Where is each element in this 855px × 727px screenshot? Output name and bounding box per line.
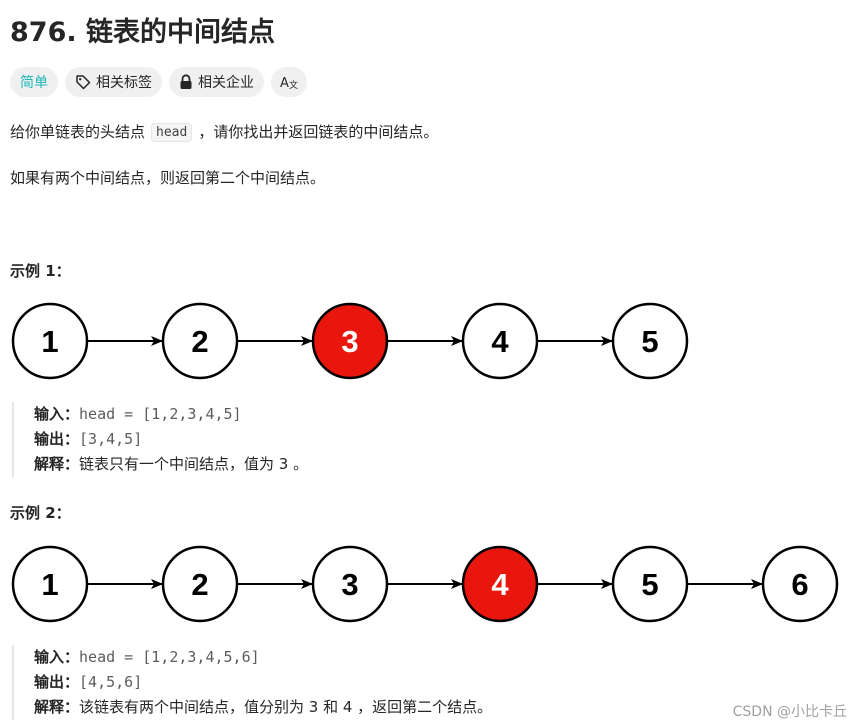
csdn-watermark: CSDN @小比卡丘 [732,704,847,720]
tag-bar: 简单 相关标签 相关企业 A 文 [10,67,307,97]
svg-text:文: 文 [289,79,298,90]
example-1-node-1 [11,302,89,380]
description-paragraph-2: 如果有两个中间结点，则返回第二个中间结点。 [10,169,326,187]
example-2-block: 输入：head = [1,2,3,4,5,6] 输出：[4,5,6] 解释：该链… [12,645,492,720]
example-1-node-label-3: 3 [341,324,358,359]
example-1-explain-text: 链表只有一个中间结点，值为 3 。 [79,455,309,473]
example-1-node-5 [611,302,689,380]
page-title: 876. 链表的中间结点 [10,17,276,48]
example-2-explain-text: 该链表有两个中间结点，值分别为 3 和 4 ，返回第二个结点。 [79,698,493,716]
example-2-node-label-5: 5 [641,567,658,602]
example-1-node-label-2: 2 [191,324,208,359]
example-1-node-3 [311,302,389,380]
example-1-output-line: 输出：[3,4,5] [34,427,308,452]
example-2-explain-label: 解释： [34,698,80,716]
difficulty-tag[interactable]: 简单 [10,67,58,97]
example-2-node-4 [461,545,539,623]
example-2-output-line: 输出：[4,5,6] [34,670,492,695]
related-tags-button[interactable]: 相关标签 [65,67,162,97]
example-1-node-4 [461,302,539,380]
example-2-node-5 [611,545,689,623]
example-1-explain-label: 解释： [34,455,80,473]
description-paragraph-1: 给你单链表的头结点 head ，请你找出并返回链表的中间结点。 [10,121,438,142]
translate-button[interactable]: A 文 [271,67,307,97]
difficulty-label: 简单 [20,75,48,91]
example-2-output-label: 输出： [34,673,80,691]
example-2-linked-list-diagram: 1 2 3 4 5 6 [11,545,839,623]
example-1-linked-list-diagram: 1 2 3 4 5 [11,302,689,380]
example-1-input-label: 输入： [34,405,80,423]
example-2-node-label-2: 2 [191,567,208,602]
example-1-explain-line: 解释：链表只有一个中间结点，值为 3 。 [34,452,308,477]
example-1-title: 示例 1： [10,262,71,280]
translate-icon: A 文 [280,74,298,90]
description-text-before: 给你单链表的头结点 [10,123,146,141]
example-1-block: 输入：head = [1,2,3,4,5] 输出：[3,4,5] 解释：链表只有… [12,402,308,477]
inline-code-head: head [151,123,193,142]
example-2-output-value: [4,5,6] [79,673,143,691]
example-2-node-6 [761,545,839,623]
tag-icon [75,74,91,90]
example-1-input-line: 输入：head = [1,2,3,4,5] [34,402,308,427]
svg-text:A: A [280,76,289,90]
example-2-title: 示例 2： [10,504,71,522]
example-2-node-1 [11,545,89,623]
example-2-node-2 [161,545,239,623]
example-2-node-label-1: 1 [41,567,58,602]
example-2-node-label-3: 3 [341,567,358,602]
example-1-node-label-5: 5 [641,324,658,359]
example-1-output-label: 输出： [34,430,80,448]
example-2-node-label-6: 6 [791,567,808,602]
example-2-input-label: 输入： [34,648,80,666]
example-2-input-line: 输入：head = [1,2,3,4,5,6] [34,645,492,670]
example-1-output-value: [3,4,5] [79,430,143,448]
related-companies-button[interactable]: 相关企业 [169,67,264,97]
example-1-node-label-4: 4 [491,324,509,359]
example-2-input-value: head = [1,2,3,4,5,6] [79,648,260,666]
example-1-input-value: head = [1,2,3,4,5] [79,405,242,423]
example-1-node-2 [161,302,239,380]
example-1-node-label-1: 1 [41,324,58,359]
example-2-node-3 [311,545,389,623]
example-2-explain-line: 解释：该链表有两个中间结点，值分别为 3 和 4 ，返回第二个结点。 [34,695,492,720]
example-2-node-label-4: 4 [491,567,509,602]
description-text-after: ，请你找出并返回链表的中间结点。 [198,123,439,141]
related-companies-label: 相关企业 [198,75,254,91]
lock-icon [179,74,193,90]
related-tags-label: 相关标签 [96,75,152,91]
